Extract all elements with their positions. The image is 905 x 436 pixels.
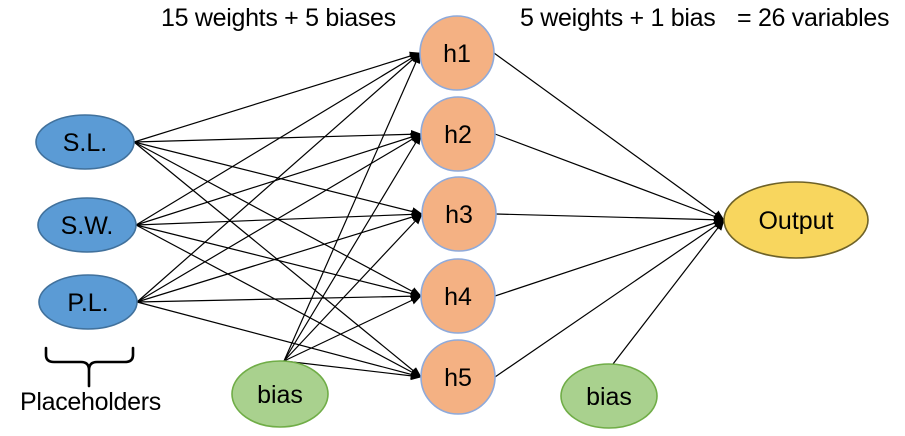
edge-PL-h4 xyxy=(136,291,422,303)
node-shape-h2 xyxy=(420,96,496,172)
node-SL: S.L. xyxy=(35,114,135,170)
node-bias1: bias xyxy=(231,360,329,428)
edge-SW-h4 xyxy=(135,224,422,298)
edge-h1-out xyxy=(493,52,725,221)
edge-h4-out xyxy=(494,219,725,297)
node-out: Output xyxy=(723,181,869,259)
node-bias2: bias xyxy=(560,363,658,429)
edge-SW-h3 xyxy=(135,209,423,226)
edge-SL-h2 xyxy=(133,129,422,143)
edge-layer xyxy=(133,51,725,381)
edge-SW-h2 xyxy=(135,132,422,226)
edge-h5-out xyxy=(494,219,725,378)
edge-PL-h3 xyxy=(136,212,423,303)
output-layer-caption: 5 weights + 1 bias xyxy=(520,4,716,32)
edge-SL-h1 xyxy=(133,51,421,143)
edge-PL-h5 xyxy=(136,301,422,379)
edge-SW-h5 xyxy=(135,224,422,378)
edge-SL-h5 xyxy=(133,141,422,378)
node-h5: h5 xyxy=(420,339,496,415)
node-shape-h3 xyxy=(421,176,497,252)
node-h2: h2 xyxy=(420,96,496,172)
edge-bias1-h5 xyxy=(283,360,422,381)
placeholders-brace-icon xyxy=(44,346,135,388)
total-variables-caption: = 26 variables xyxy=(737,4,890,32)
node-SW: S.W. xyxy=(37,197,137,253)
node-shape-bias1 xyxy=(231,360,329,428)
node-shape-h4 xyxy=(420,258,496,334)
node-shape-h5 xyxy=(420,339,496,415)
node-shape-SW xyxy=(37,197,137,253)
node-h3: h3 xyxy=(421,176,497,252)
edge-bias1-h2 xyxy=(283,133,422,362)
node-shape-out xyxy=(723,181,869,259)
edge-PL-h2 xyxy=(136,133,422,303)
placeholders-label: Placeholders xyxy=(20,388,161,416)
edge-bias1-h1 xyxy=(283,52,421,362)
node-h4: h4 xyxy=(420,258,496,334)
edge-bias1-h3 xyxy=(283,213,423,362)
hidden-layer-caption: 15 weights + 5 biases xyxy=(161,4,396,32)
node-PL: P.L. xyxy=(38,274,138,330)
node-shape-PL xyxy=(38,274,138,330)
node-shape-SL xyxy=(35,114,135,170)
edge-SW-h1 xyxy=(135,52,421,226)
node-shape-bias2 xyxy=(560,363,658,429)
edge-bias1-h4 xyxy=(283,295,422,362)
edge-PL-h1 xyxy=(136,52,421,303)
node-shape-h1 xyxy=(419,15,495,91)
node-h1: h1 xyxy=(419,15,495,91)
edge-h2-out xyxy=(494,133,725,221)
edge-h3-out xyxy=(495,213,725,225)
edge-bias2-out xyxy=(612,219,725,365)
